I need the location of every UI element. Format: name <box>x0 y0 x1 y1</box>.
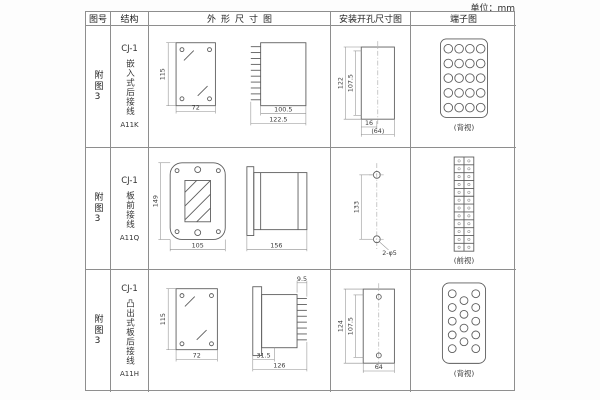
dim-height: 149 <box>151 195 159 207</box>
figure-no-cell-row1: 附图3 <box>86 26 111 148</box>
dim-panel-depth: 31.5 <box>256 352 270 360</box>
dim-cutout-height: 107.5 <box>347 74 354 92</box>
outline-cell-row3: 115 72 31.5 9.5 126 <box>149 270 331 392</box>
dim-pin-length: 9.5 <box>296 275 306 283</box>
col-header-terminal: 端子图 <box>411 12 516 26</box>
hole-layout <box>368 162 385 251</box>
terminal-block <box>440 37 488 118</box>
figure-no-cell-row3: 附图3 <box>86 270 111 392</box>
mounting-cell-row2: 133 2-φ5 <box>331 148 411 270</box>
dim-overall-height: 122 <box>337 77 344 89</box>
dim-depth: 156 <box>270 241 282 249</box>
structure-code-label: A11H <box>120 370 139 379</box>
dim-overall-height: 124 <box>337 320 344 332</box>
cutout-view <box>362 283 395 370</box>
terminal-strip <box>453 156 475 252</box>
relay-front-view <box>169 161 226 240</box>
dim-height: 115 <box>159 313 167 325</box>
relay-front-view <box>175 41 216 106</box>
dim-width: 105 <box>191 241 203 249</box>
model-label: CJ-1 <box>121 175 138 186</box>
outline-drawing-a11h: 115 72 31.5 9.5 126 <box>159 275 307 372</box>
terminal-view-label: (背视) <box>454 123 475 132</box>
figure-no-label: 附图3 <box>92 314 103 348</box>
dim-hole-height: 107.5 <box>347 317 354 335</box>
terminal-block <box>441 282 487 364</box>
mounting-cell-row1: 107.5 122 16 (64) <box>331 26 411 148</box>
structure-cell-row2: CJ-1 板前接线 A11Q <box>111 148 149 270</box>
mounting-drawing-a11h: 107.5 124 64 <box>337 283 395 373</box>
outline-drawing-a11q: 149 105 156 <box>151 161 307 251</box>
terminal-dots <box>457 158 471 249</box>
dimension-lines <box>343 288 395 373</box>
dim-width: 72 <box>192 352 200 360</box>
dim-width: 64 <box>374 364 382 371</box>
structure-code-label: A11Q <box>119 233 140 242</box>
figure-no-cell-row2: 附图3 <box>86 148 111 270</box>
dim-depth-total: 122.5 <box>269 115 287 123</box>
outline-cell-row2: 149 105 156 <box>149 148 331 270</box>
dim-depth-total: 126 <box>273 361 285 369</box>
mounting-drawing-a11q: 133 2-φ5 <box>353 162 397 256</box>
col-header-outline: 外形尺寸图 <box>149 12 331 26</box>
terminal-view-label: (前视) <box>454 255 475 264</box>
terminal-drawing-a11k: (背视) <box>440 37 488 132</box>
dim-depth-body: 100.5 <box>274 105 292 113</box>
structure-cell-row3: CJ-1 凸出式板后接线 A11H <box>111 270 149 392</box>
col-header-mounting: 安装开孔尺寸图 <box>331 12 411 26</box>
terminal-drawing-a11q: (前视) <box>453 156 475 264</box>
mounting-drawing-a11k: 107.5 122 16 (64) <box>337 40 395 137</box>
relay-side-view <box>251 286 307 357</box>
dim-height: 115 <box>158 68 166 80</box>
model-label: CJ-1 <box>121 44 138 54</box>
relay-front-view <box>175 288 218 351</box>
cutout-view <box>360 40 395 125</box>
structure-code-label: A11K <box>120 121 139 129</box>
relay-side-view <box>245 165 307 236</box>
dim-width: 72 <box>191 103 199 111</box>
dimension-lines <box>157 162 307 251</box>
dimension-lines <box>343 46 395 137</box>
model-label: CJ-1 <box>121 283 138 294</box>
figure-no-label: 附图3 <box>92 191 103 226</box>
structure-cell-row1: CJ-1 嵌入式后接线 A11K <box>111 26 149 148</box>
relay-side-view <box>250 41 306 106</box>
structure-desc-label: 凸出式板后接线 <box>124 298 135 366</box>
terminal-drawing-a11h: (背视) <box>441 282 487 378</box>
terminal-cell-row1: (背视) <box>411 26 516 148</box>
hole-spec-label: 2-φ5 <box>382 249 397 256</box>
unit-label: 单位：mm <box>470 4 515 14</box>
dimension-lines <box>165 280 307 372</box>
col-header-figure-no: 图号 <box>86 12 111 26</box>
dimension-lines <box>165 41 306 125</box>
terminal-cell-row3: (背视) <box>411 270 516 392</box>
structure-desc-label: 嵌入式后接线 <box>124 59 135 116</box>
figure-no-label: 附图3 <box>92 69 103 104</box>
terminal-cell-row2: (前视) <box>411 148 516 270</box>
outline-cell-row1: 115 72 100.5 122.5 <box>149 26 331 148</box>
structure-desc-label: 板前接线 <box>124 190 135 229</box>
col-header-structure: 结构 <box>111 12 149 26</box>
dim-offset: 16 <box>365 120 373 127</box>
dim-width-ref: (64) <box>371 127 384 134</box>
outline-drawing-a11k: 115 72 100.5 122.5 <box>158 41 306 125</box>
terminal-view-label: (背视) <box>454 369 475 378</box>
mounting-cell-row3: 107.5 124 64 <box>331 270 411 392</box>
dim-hole-spacing: 133 <box>353 201 360 213</box>
dimension-lines <box>358 174 389 250</box>
dimension-table: 图号 结构 外形尺寸图 安装开孔尺寸图 端子图 附图3 CJ-1 嵌入式后接线 … <box>85 11 516 392</box>
